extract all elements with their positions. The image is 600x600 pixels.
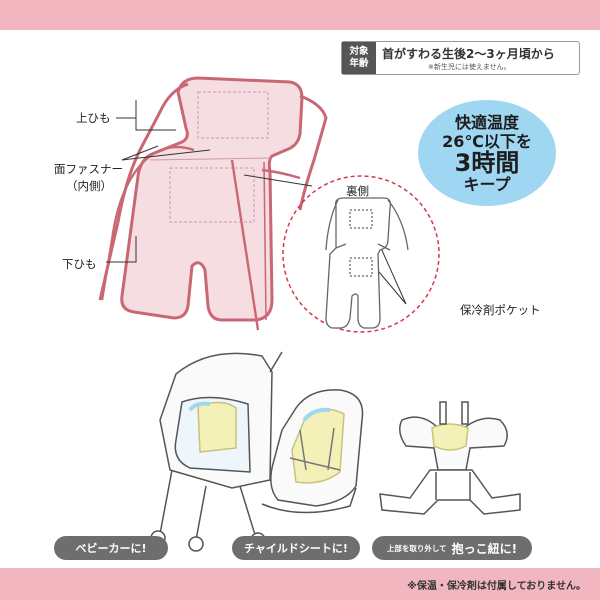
top-band: [0, 0, 600, 30]
carrier-pill-small-text: 上部を取り外して: [386, 543, 447, 553]
carrier-pill-strong-text: 抱っこ紐に!: [451, 541, 518, 556]
fastener-label: 面ファスナー: [54, 162, 123, 176]
car-seat-pill-text: チャイルドシートに!: [244, 542, 348, 555]
cooling-feature-bubble: 快適温度 26℃以下を 3時間 キープ: [418, 100, 556, 206]
bubble-line4: キープ: [463, 174, 511, 194]
pocket-label: 保冷剤ポケット: [460, 303, 541, 317]
bubble-line3: 3時間: [454, 148, 520, 177]
target-tag-line2: 年齢: [349, 58, 369, 69]
target-tag-line1: 対象: [349, 46, 369, 57]
stroller-pill-text: ベビーカーに!: [75, 542, 147, 555]
lower-strap-label: 下ひも: [62, 257, 97, 271]
target-age-text: 首がすわる生後2～3ヶ月頃から: [382, 47, 555, 61]
target-age-box: 対象 年齢 首がすわる生後2～3ヶ月頃から ※新生児には使えません。: [341, 41, 580, 75]
target-age-note: ※新生児には使えません。: [428, 63, 511, 71]
baby-carrier-illustration: [379, 401, 521, 515]
footer-note: ※保温・保冷剤は付属しておりません。: [407, 581, 586, 592]
back-side-label: 裏側: [346, 184, 369, 198]
bubble-line2: 26℃以下を: [442, 131, 532, 151]
car-seat-illustration: [261, 389, 364, 514]
back-view-circle: [282, 175, 440, 333]
stroller-illustration: [150, 351, 283, 552]
bottom-band: [0, 568, 600, 600]
upper-strap-label: 上ひも: [76, 111, 111, 125]
bubble-line1: 快適温度: [454, 112, 519, 132]
seat-pad-back: [325, 197, 409, 329]
target-age-tag: 対象 年齢: [342, 42, 376, 74]
car-seat-pill: チャイルドシートに!: [232, 536, 360, 560]
carrier-pill: 上部を取り外して 抱っこ紐に!: [372, 536, 532, 560]
stroller-pill: ベビーカーに!: [54, 536, 168, 560]
seat-pad-front: [98, 76, 328, 331]
fastener-sub-label: （内側）: [66, 179, 112, 193]
